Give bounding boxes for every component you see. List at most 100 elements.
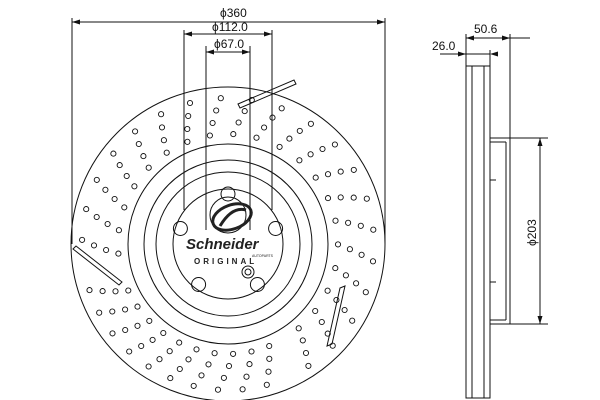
schneider-logo: Schneider ORIGINAL AUTOPARTS — [186, 202, 274, 266]
drill-hole — [253, 134, 260, 141]
drill-hole — [350, 194, 357, 201]
drill-hole — [276, 143, 283, 150]
drill-hole — [184, 138, 191, 145]
dimension-arrows-side — [458, 35, 543, 324]
drilled-holes — [79, 95, 377, 393]
drill-hole — [86, 287, 93, 294]
drill-hole — [350, 166, 357, 173]
drill-hole — [332, 265, 339, 272]
drill-hole — [122, 306, 129, 313]
drill-hole — [302, 349, 310, 357]
drill-hole — [134, 322, 141, 329]
drill-hole — [324, 330, 331, 337]
locator-hole — [241, 265, 255, 279]
drill-hole — [312, 174, 319, 181]
drill-hole — [305, 362, 312, 369]
logo-swoosh — [218, 207, 247, 227]
drill-hole — [220, 374, 227, 381]
drill-hole — [358, 251, 365, 258]
drill-hole — [265, 368, 272, 375]
drill-hole — [334, 241, 342, 248]
hat-outer-circle — [143, 159, 313, 329]
drill-hole — [324, 287, 331, 294]
drill-hole — [103, 246, 110, 254]
drill-hole — [93, 213, 100, 221]
disc-side-view — [465, 65, 511, 399]
bolt-hole — [268, 221, 284, 236]
drill-hole — [357, 222, 364, 229]
drill-hole — [209, 119, 216, 127]
slot-top — [237, 79, 297, 109]
drill-hole — [104, 220, 111, 228]
drill-hole — [346, 246, 353, 253]
drill-hole — [243, 373, 250, 380]
dim-outer-diameter: ϕ360 — [220, 6, 247, 20]
drill-hole — [349, 317, 356, 324]
drill-hole — [307, 120, 314, 127]
drill-hole — [185, 356, 192, 363]
dimension-arrows-front — [72, 19, 385, 55]
drill-hole — [342, 272, 349, 279]
drill-hole — [230, 131, 237, 138]
drill-hole — [206, 132, 213, 139]
hat-profile — [490, 137, 511, 325]
drill-hole — [286, 135, 293, 142]
drill-hole — [278, 105, 285, 112]
drill-hole — [116, 162, 123, 169]
drill-hole — [109, 308, 116, 315]
drill-hole — [337, 194, 344, 201]
slots — [72, 79, 346, 347]
drill-hole — [239, 386, 246, 393]
hat-step-circle — [155, 171, 301, 317]
drill-hole — [307, 151, 314, 158]
bolt-holes — [172, 186, 284, 292]
dim-center-bore: ϕ67.0 — [214, 37, 244, 51]
drill-hole — [115, 227, 122, 234]
drill-hole — [205, 361, 212, 368]
bolt-hole — [191, 277, 207, 292]
drill-hole — [296, 157, 303, 164]
drill-hole — [145, 164, 152, 171]
drill-hole — [156, 356, 163, 363]
dim-total-height: 50.6 — [474, 22, 498, 36]
drill-hole — [83, 206, 90, 213]
drill-hole — [211, 350, 218, 357]
friction-ring-outer-plate — [465, 65, 491, 399]
drill-hole — [96, 309, 103, 316]
friction-ring-inner-edge — [127, 143, 329, 345]
drill-hole — [176, 339, 183, 346]
drill-hole — [111, 195, 118, 203]
drill-hole — [126, 348, 133, 355]
drill-hole — [363, 195, 370, 202]
drill-hole — [353, 280, 360, 287]
drill-hole — [263, 381, 270, 388]
drill-hole — [110, 150, 117, 157]
drill-hole — [362, 289, 369, 296]
drill-hole — [122, 326, 129, 334]
drill-hole — [112, 288, 119, 295]
dim-hat-diameter: ϕ203 — [525, 219, 539, 246]
bolt-hole — [249, 277, 265, 292]
drill-hole — [176, 365, 183, 373]
drill-hole — [266, 342, 273, 350]
hub-circle — [172, 188, 284, 300]
drill-hole — [248, 348, 255, 355]
drill-hole — [214, 386, 222, 393]
drill-hole — [146, 317, 153, 324]
drill-hole — [299, 337, 306, 344]
drill-hole — [140, 153, 147, 160]
drill-hole — [167, 375, 174, 382]
drill-hole — [160, 329, 167, 337]
drill-hole — [332, 217, 339, 224]
drill-hole — [329, 342, 336, 349]
drill-hole — [185, 112, 192, 120]
drill-hole — [163, 149, 170, 156]
drill-hole — [90, 242, 98, 249]
drill-hole — [225, 362, 233, 370]
drill-hole — [145, 363, 152, 370]
drill-hole — [102, 186, 109, 193]
drill-hole — [138, 342, 145, 350]
dim-disc-thickness: 26.0 — [432, 39, 456, 53]
drill-hole — [312, 307, 319, 315]
drill-hole — [190, 382, 197, 389]
